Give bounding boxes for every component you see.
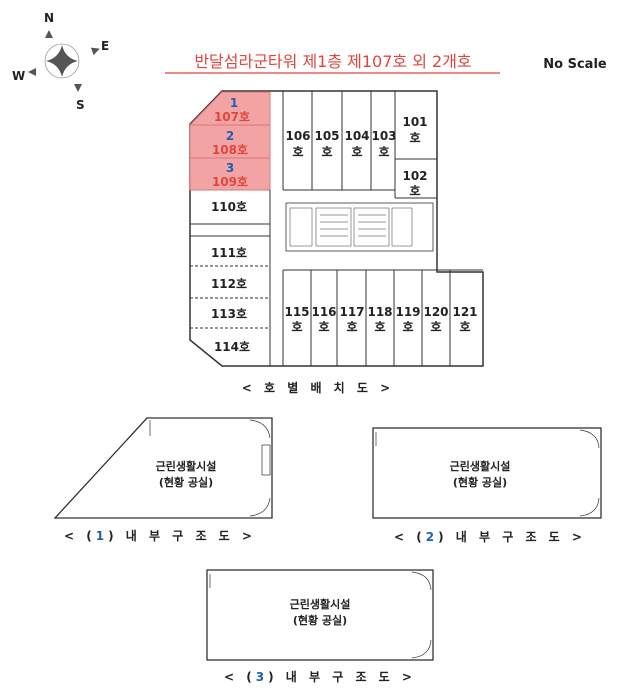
highlighted-unit-109: 3 109호 xyxy=(212,161,248,189)
svg-text:호: 호 xyxy=(459,320,470,334)
interior-2-use: 근린생활시설 xyxy=(450,459,511,473)
svg-text:호: 호 xyxy=(292,145,303,159)
svg-text:호: 호 xyxy=(321,145,332,159)
svg-text:호: 호 xyxy=(378,145,389,159)
unit-110: 110호 xyxy=(211,200,247,214)
svg-text:1: 1 xyxy=(230,96,238,110)
compass-n: N xyxy=(44,11,54,25)
interior-3-caption: < (3) 내 부 구 조 도 > xyxy=(224,669,416,684)
compass-w: W xyxy=(12,69,25,83)
page-title: 반달섬라군타워 제1층 제107호 외 2개호 xyxy=(194,52,471,71)
compass-icon: N E W S xyxy=(12,11,109,112)
interior-1-status: (현황 공실) xyxy=(159,475,213,489)
svg-text:116: 116 xyxy=(311,305,336,319)
interior-plan-1 xyxy=(53,417,273,519)
svg-text:106: 106 xyxy=(285,129,310,143)
unit-114: 114호 xyxy=(214,340,250,354)
svg-text:108호: 108호 xyxy=(212,143,248,157)
scale-note: No Scale xyxy=(543,57,607,72)
interior-3-status: (현황 공실) xyxy=(293,613,347,627)
svg-text:119: 119 xyxy=(395,305,420,319)
unit-112: 112호 xyxy=(211,277,247,291)
svg-text:117: 117 xyxy=(339,305,364,319)
layout-caption: < 호 별 배 치 도 > xyxy=(242,380,394,395)
svg-text:호: 호 xyxy=(409,131,420,145)
svg-text:105: 105 xyxy=(314,129,339,143)
svg-text:104: 104 xyxy=(344,129,369,143)
compass-e: E xyxy=(101,39,109,53)
svg-text:3: 3 xyxy=(226,161,234,175)
interior-2-caption: < (2) 내 부 구 조 도 > xyxy=(394,529,586,544)
unit-104: 104 호 xyxy=(344,129,369,159)
unit-103: 103 호 xyxy=(371,129,396,159)
svg-text:호: 호 xyxy=(402,320,413,334)
svg-text:102: 102 xyxy=(402,169,427,183)
svg-text:호: 호 xyxy=(291,320,302,334)
highlighted-unit-107: 1 107호 xyxy=(214,96,250,124)
svg-text:호: 호 xyxy=(374,320,385,334)
unit-113: 113호 xyxy=(211,307,247,321)
floor-plan xyxy=(188,90,484,367)
svg-text:호: 호 xyxy=(318,320,329,334)
svg-text:107호: 107호 xyxy=(214,110,250,124)
svg-text:2: 2 xyxy=(226,129,234,143)
svg-text:121: 121 xyxy=(452,305,477,319)
svg-text:115: 115 xyxy=(284,305,309,319)
highlighted-unit-108: 2 108호 xyxy=(212,129,248,157)
interior-3-use: 근린생활시설 xyxy=(290,597,351,611)
compass-s: S xyxy=(76,98,85,112)
svg-text:호: 호 xyxy=(346,320,357,334)
unit-105: 105 호 xyxy=(314,129,339,159)
interior-2-status: (현황 공실) xyxy=(453,475,507,489)
interior-1-caption: < (1) 내 부 구 조 도 > xyxy=(64,528,256,543)
unit-101: 101 호 xyxy=(402,115,427,145)
svg-text:호: 호 xyxy=(409,184,420,198)
interior-plan-2 xyxy=(372,427,602,519)
svg-text:호: 호 xyxy=(351,145,362,159)
interior-plan-3 xyxy=(206,569,434,661)
unit-111: 111호 xyxy=(211,246,247,260)
interior-1-use: 근린생활시설 xyxy=(156,459,217,473)
svg-text:118: 118 xyxy=(367,305,392,319)
svg-text:101: 101 xyxy=(402,115,427,129)
unit-106: 106 호 xyxy=(285,129,310,159)
svg-text:호: 호 xyxy=(430,320,441,334)
svg-text:120: 120 xyxy=(423,305,448,319)
svg-text:109호: 109호 xyxy=(212,175,248,189)
svg-text:103: 103 xyxy=(371,129,396,143)
